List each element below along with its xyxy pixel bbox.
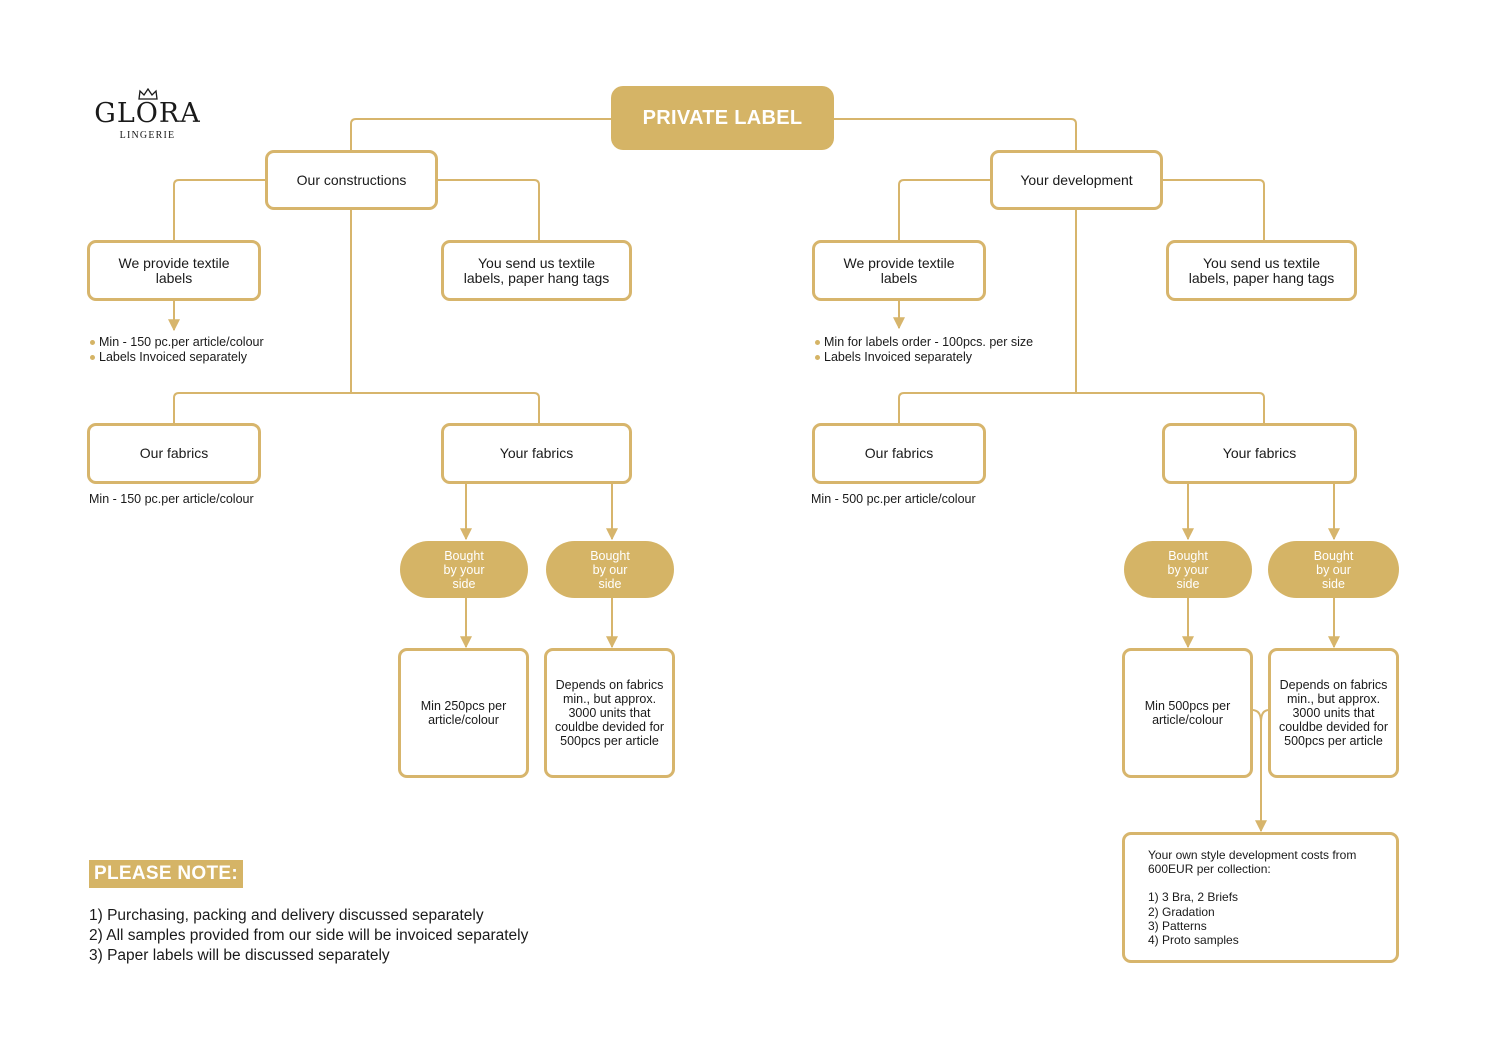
node-left-labels-ours: We provide textile labels <box>87 240 261 301</box>
node-your-development: Your development <box>990 150 1163 210</box>
connector-right-fabrics <box>898 392 1265 425</box>
connector-right-labels-ours <box>898 179 992 242</box>
node-our-constructions: Our constructions <box>265 150 438 210</box>
node-dev-costs: Your own style development costs from 60… <box>1122 832 1399 963</box>
node-right-fabrics-ours: Our fabrics <box>812 423 986 484</box>
right-labels-notes: Min for labels order - 100pcs. per size … <box>814 335 1033 365</box>
connector-right-labels-yours <box>1161 179 1265 242</box>
pill-right-bought-ours: Bought by our side <box>1268 541 1399 598</box>
glora-logo: GLORA LINGERIE <box>90 88 205 146</box>
left-labels-note: Min - 150 pc.per article/colour <box>89 335 264 350</box>
note-item: 1) Purchasing, packing and delivery disc… <box>89 907 484 924</box>
node-right-min-ours: Depends on fabrics min., but approx. 300… <box>1268 648 1399 778</box>
right-fabrics-ours-note: Min - 500 pc.per article/colour <box>811 492 976 506</box>
connector-left-labels-yours <box>436 179 540 242</box>
connector-dev-brace <box>1251 709 1270 723</box>
pill-left-bought-yours: Bought by your side <box>400 541 528 598</box>
logo-subtitle: LINGERIE <box>119 130 176 141</box>
please-note-list: 1) Purchasing, packing and delivery disc… <box>89 906 528 966</box>
crown-icon <box>138 88 158 100</box>
logo-wordmark: GLORA <box>94 98 201 129</box>
note-item: 3) Paper labels will be discussed separa… <box>89 947 390 964</box>
pill-right-bought-yours: Bought by your side <box>1124 541 1252 598</box>
connector-left-labels-ours <box>173 179 267 242</box>
root-private-label: PRIVATE LABEL <box>611 86 834 150</box>
node-left-labels-yours: You send us textile labels, paper hang t… <box>441 240 632 301</box>
node-right-fabrics-yours: Your fabrics <box>1162 423 1357 484</box>
node-left-fabrics-ours: Our fabrics <box>87 423 261 484</box>
connector-root-left <box>350 118 612 152</box>
right-labels-note: Labels Invoiced separately <box>814 350 1033 365</box>
please-note-title: PLEASE NOTE: <box>89 860 243 888</box>
node-left-fabrics-yours: Your fabrics <box>441 423 632 484</box>
left-labels-note: Labels Invoiced separately <box>89 350 264 365</box>
connector-left-fabrics <box>173 392 540 425</box>
node-left-min-yours: Min 250pcs per article/colour <box>398 648 529 778</box>
node-right-min-yours: Min 500pcs per article/colour <box>1122 648 1253 778</box>
node-left-min-ours: Depends on fabrics min., but approx. 300… <box>544 648 675 778</box>
pill-left-bought-ours: Bought by our side <box>546 541 674 598</box>
right-labels-note: Min for labels order - 100pcs. per size <box>814 335 1033 350</box>
note-item: 2) All samples provided from our side wi… <box>89 927 529 944</box>
node-right-labels-ours: We provide textile labels <box>812 240 986 301</box>
connector-root-right <box>833 118 1077 152</box>
left-labels-notes: Min - 150 pc.per article/colour Labels I… <box>89 335 264 365</box>
node-right-labels-yours: You send us textile labels, paper hang t… <box>1166 240 1357 301</box>
left-fabrics-ours-note: Min - 150 pc.per article/colour <box>89 492 254 506</box>
